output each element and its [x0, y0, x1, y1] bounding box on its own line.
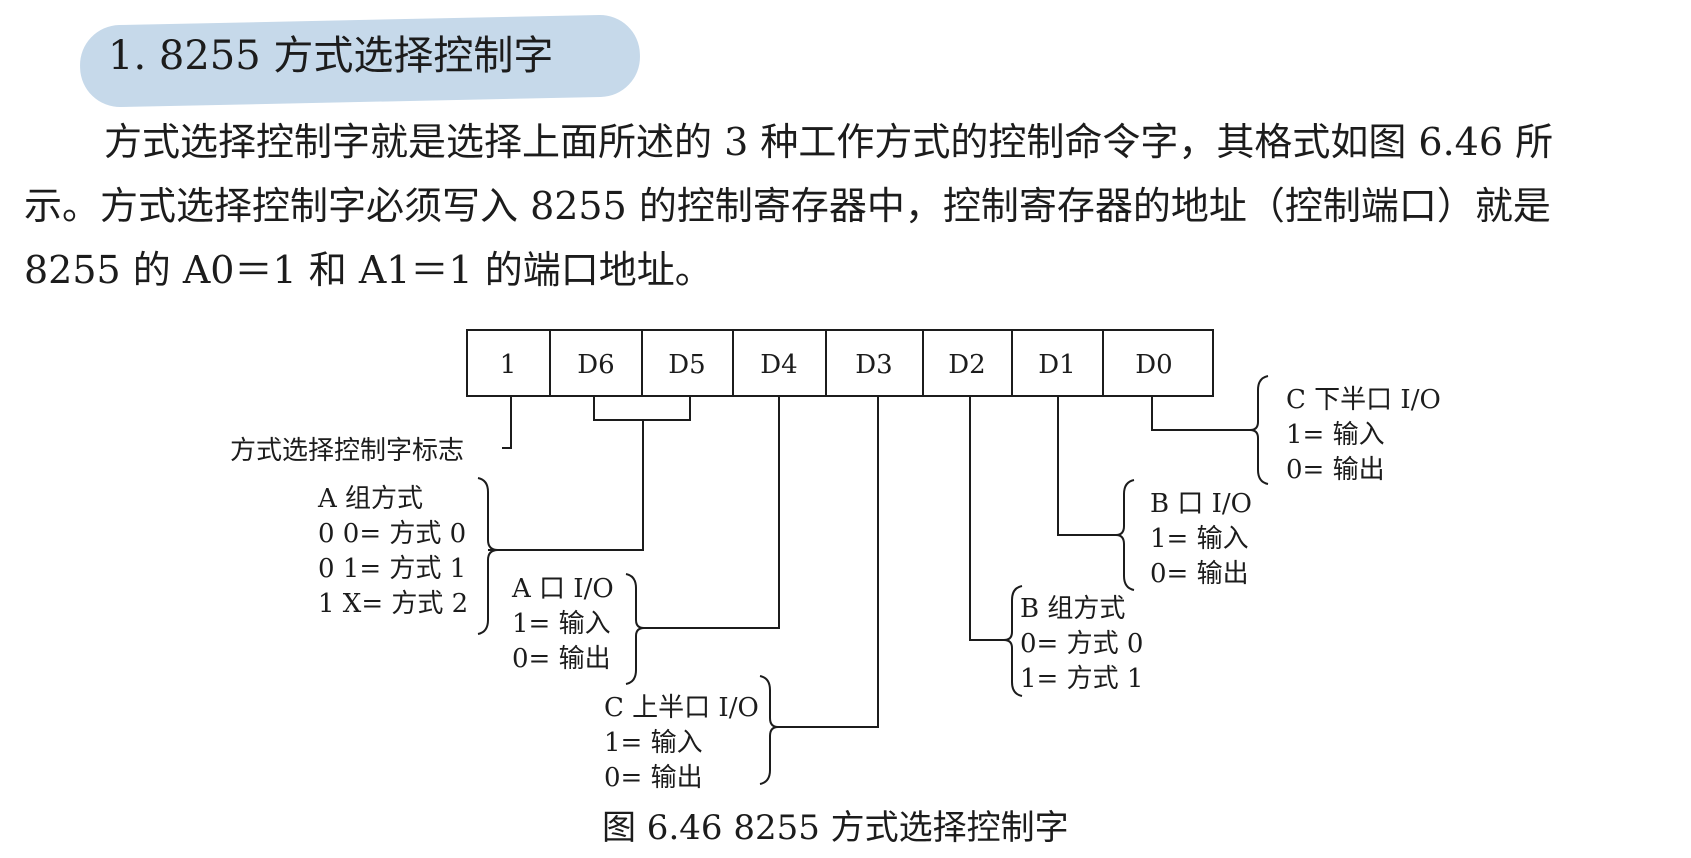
- port-c-lower-title: C 下半口 I/O: [1286, 385, 1441, 415]
- port-c-upper-option-1: 1= 输入: [604, 728, 703, 758]
- port-c-upper-leader: [776, 396, 879, 728]
- bit-4-label: D4: [760, 350, 797, 380]
- group-b-brace: [1003, 585, 1023, 697]
- group-a-title: A 组方式: [317, 484, 423, 514]
- port-b-option-0: 0= 输出: [1150, 559, 1249, 589]
- group-a-brace: [477, 477, 499, 635]
- paragraph-line-3: 8255 的 A0＝1 和 A1＝1 的端口地址。: [24, 248, 713, 292]
- port-a-option-0: 0= 输出: [512, 644, 611, 674]
- port-a-title: A 口 I/O: [511, 574, 614, 604]
- port-b-leader: [1057, 396, 1116, 536]
- paragraph-line-1: 方式选择控制字就是选择上面所述的 3 种工作方式的控制命令字，其格式如图 6.4…: [104, 120, 1554, 164]
- port-c-upper-option-0: 0= 输出: [604, 763, 703, 793]
- register-box: [466, 329, 1214, 397]
- group-b-leader: [969, 396, 1005, 641]
- flag-label: 方式选择控制字标志: [230, 436, 464, 466]
- group-b-option-0: 0= 方式 0: [1020, 629, 1143, 659]
- bit-5-label: D5: [668, 350, 705, 380]
- bit-2-label: D2: [948, 350, 985, 380]
- port-b-option-1: 1= 输入: [1150, 524, 1249, 554]
- section-heading: 1. 8255 方式选择控制字: [108, 33, 554, 79]
- port-c-lower-leader: [1151, 396, 1250, 431]
- port-c-lower-option-1: 1= 输入: [1286, 420, 1385, 450]
- group-b-option-1: 1= 方式 1: [1020, 664, 1143, 694]
- group-b-title: B 组方式: [1020, 594, 1125, 624]
- group-a-option-2: 1 X= 方式 2: [318, 589, 468, 619]
- d6-d5-connector: [593, 396, 691, 421]
- flag-leader: [502, 396, 512, 449]
- port-b-brace: [1115, 479, 1135, 591]
- bit-1-label: D1: [1038, 350, 1075, 380]
- group-a-option-1: 0 1= 方式 1: [318, 554, 466, 584]
- body-paragraph: 方式选择控制字就是选择上面所述的 3 种工作方式的控制命令字，其格式如图 6.4…: [24, 110, 1674, 302]
- bit-0-label: D0: [1135, 350, 1172, 380]
- group-a-option-0: 0 0= 方式 0: [318, 519, 466, 549]
- port-c-lower-option-0: 0= 输出: [1286, 455, 1385, 485]
- port-a-leader: [644, 396, 780, 629]
- port-c-upper-title: C 上半口 I/O: [604, 693, 759, 723]
- port-b-title: B 口 I/O: [1150, 489, 1252, 519]
- bit-6-label: D6: [577, 350, 614, 380]
- figure-caption: 图 6.46 8255 方式选择控制字: [602, 808, 1069, 848]
- port-a-brace: [625, 573, 645, 685]
- bit-3-label: D3: [855, 350, 892, 380]
- paragraph-line-2: 示。方式选择控制字必须写入 8255 的控制寄存器中，控制寄存器的地址（控制端口…: [24, 184, 1551, 228]
- port-c-upper-brace: [759, 675, 779, 785]
- port-a-option-1: 1= 输入: [512, 609, 611, 639]
- bit-7-label: 1: [500, 350, 517, 380]
- port-c-lower-brace: [1249, 375, 1269, 485]
- group-a-leader: [488, 420, 644, 551]
